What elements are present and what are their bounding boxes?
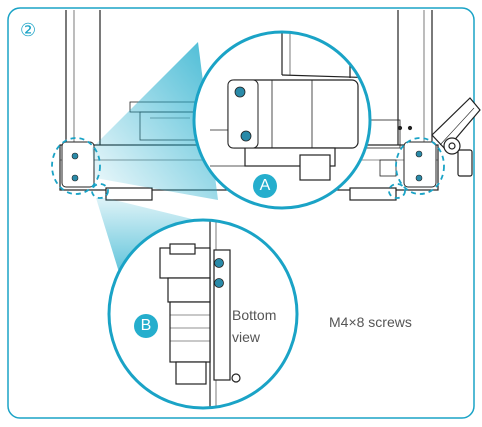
callout-a-beam [92,42,218,200]
screw-icon [415,150,423,158]
bottom-view-label-line2: view [232,329,261,345]
spool-holder-arm [431,97,481,177]
step-number: ② [20,20,37,41]
screw-spec-label: M4×8 screws [329,314,412,330]
screw-icon [214,278,224,288]
screw-icon [214,258,224,268]
callout-a [192,30,372,210]
screw-icon [415,174,423,182]
screw-icon [240,130,252,142]
screw-icon [71,174,79,182]
screw-icon [234,86,246,98]
right-corner-bracket [403,141,437,188]
callout-b [107,218,299,410]
screw-icon [71,152,79,160]
left-corner-bracket [61,141,95,188]
callout-a-badge: A [253,174,277,198]
outer-frame [7,7,475,419]
bottom-view-label-line1: Bottom [232,307,277,323]
callout-b-badge: B [134,314,158,338]
